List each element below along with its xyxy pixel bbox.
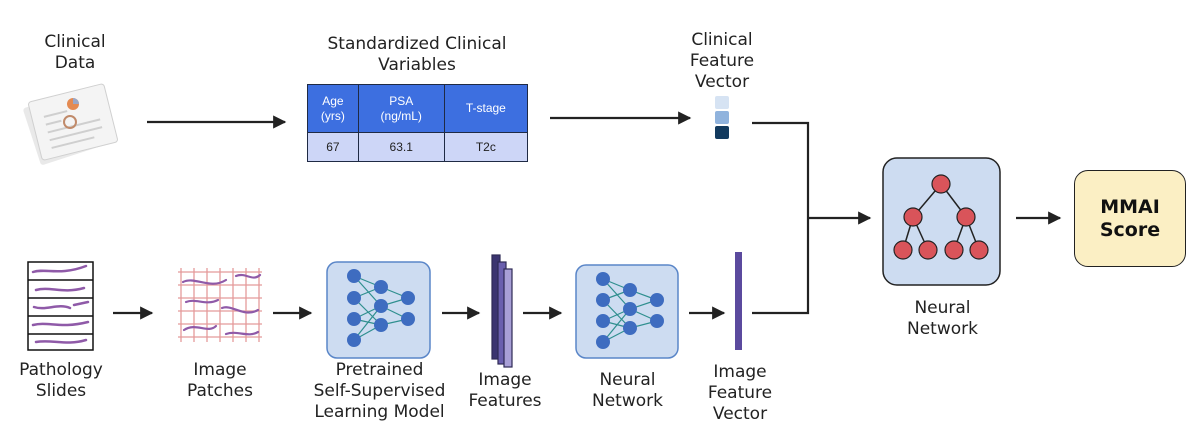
label-pathology-slides: Pathology Slides — [19, 360, 103, 401]
label-image-feature-vector: Image Feature Vector — [707, 362, 773, 424]
label-standardized-variables: Standardized Clinical Variables — [327, 34, 507, 75]
label-clinical-feature-vector: Clinical Feature Vector — [689, 30, 755, 92]
mmai-score-box: MMAI Score — [1074, 170, 1186, 267]
neural-network-icon — [575, 264, 679, 359]
image-patches-icon — [178, 268, 262, 342]
table-cell-age: 67 — [307, 132, 359, 162]
label-clinical-data: Clinical Data — [44, 32, 106, 73]
table-header-psa: PSA (ng/mL) — [357, 84, 445, 133]
clinical-variables-table: Age (yrs) PSA (ng/mL) T-stage 67 63.1 T2… — [307, 84, 529, 162]
pretrained-model-network-icon — [326, 261, 431, 359]
label-neural-network-big: Neural Network — [907, 298, 978, 339]
image-feature-vector-bar — [735, 252, 742, 350]
label-neural-network-small: Neural Network — [592, 370, 663, 411]
table-header-age: Age (yrs) — [307, 84, 359, 133]
label-image-features: Image Features — [468, 370, 542, 411]
image-features-icon — [491, 254, 513, 368]
connector-clinical-vector — [752, 121, 810, 315]
label-image-patches: Image Patches — [186, 360, 253, 401]
label-pretrained-model: Pretrained Self-Supervised Learning Mode… — [313, 360, 446, 422]
clinical-feature-vector-icon — [715, 96, 729, 139]
table-cell-psa: 63.1 — [357, 132, 445, 162]
table-cell-tstage: T2c — [443, 132, 529, 162]
clinical-documents-icon — [23, 83, 118, 165]
pathology-slides-icon — [27, 261, 94, 351]
table-header-tstage: T-stage — [443, 84, 529, 133]
neural-network-tree-icon — [882, 157, 1001, 286]
